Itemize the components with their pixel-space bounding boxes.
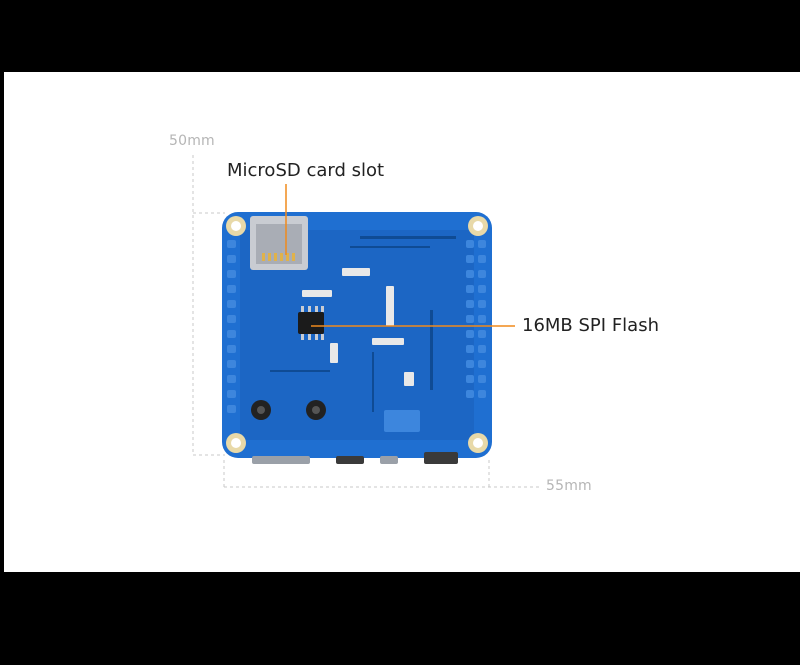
callout-lines bbox=[285, 184, 515, 327]
spi-flash-callout-label: 16MB SPI Flash bbox=[522, 315, 659, 336]
pcb-buttons bbox=[251, 400, 326, 420]
height-dimension-label: 50mm bbox=[169, 133, 215, 149]
microsd-slot bbox=[250, 216, 308, 270]
right-header bbox=[466, 240, 486, 398]
microsd-callout-label: MicroSD card slot bbox=[227, 160, 385, 181]
dimension-lines bbox=[192, 155, 540, 488]
pcb-inner-area bbox=[240, 230, 474, 440]
left-header bbox=[227, 240, 236, 413]
spi-flash-chip bbox=[298, 306, 324, 340]
pcb-board bbox=[222, 212, 492, 464]
bottom-connectors bbox=[252, 452, 458, 464]
width-dimension-label: 55mm bbox=[546, 478, 592, 494]
mounting-holes bbox=[226, 216, 488, 453]
pcb-traces bbox=[270, 236, 456, 412]
pcb-components bbox=[302, 268, 420, 432]
